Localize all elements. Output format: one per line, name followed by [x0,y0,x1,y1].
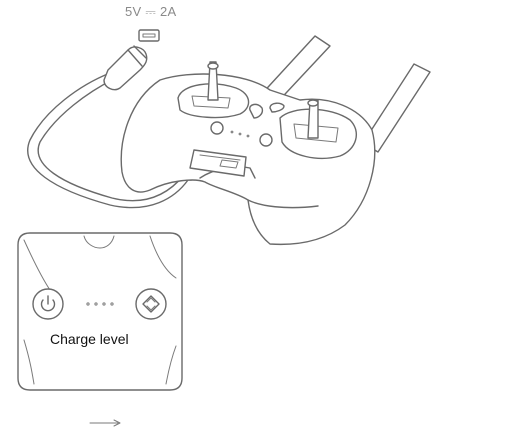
takeoff-landing-icon [135,288,167,320]
charge-level-indicator [86,302,114,306]
arrow-icon [89,419,121,427]
power-spec-label: 5V ⎓ 2A [125,4,177,19]
charge-level-detail-panel [17,232,183,391]
usb-port-icon [138,29,160,42]
charge-level-label: Charge level [50,331,129,347]
power-icon [32,288,64,320]
remote-controller [120,61,376,246]
right-antenna [362,63,431,153]
